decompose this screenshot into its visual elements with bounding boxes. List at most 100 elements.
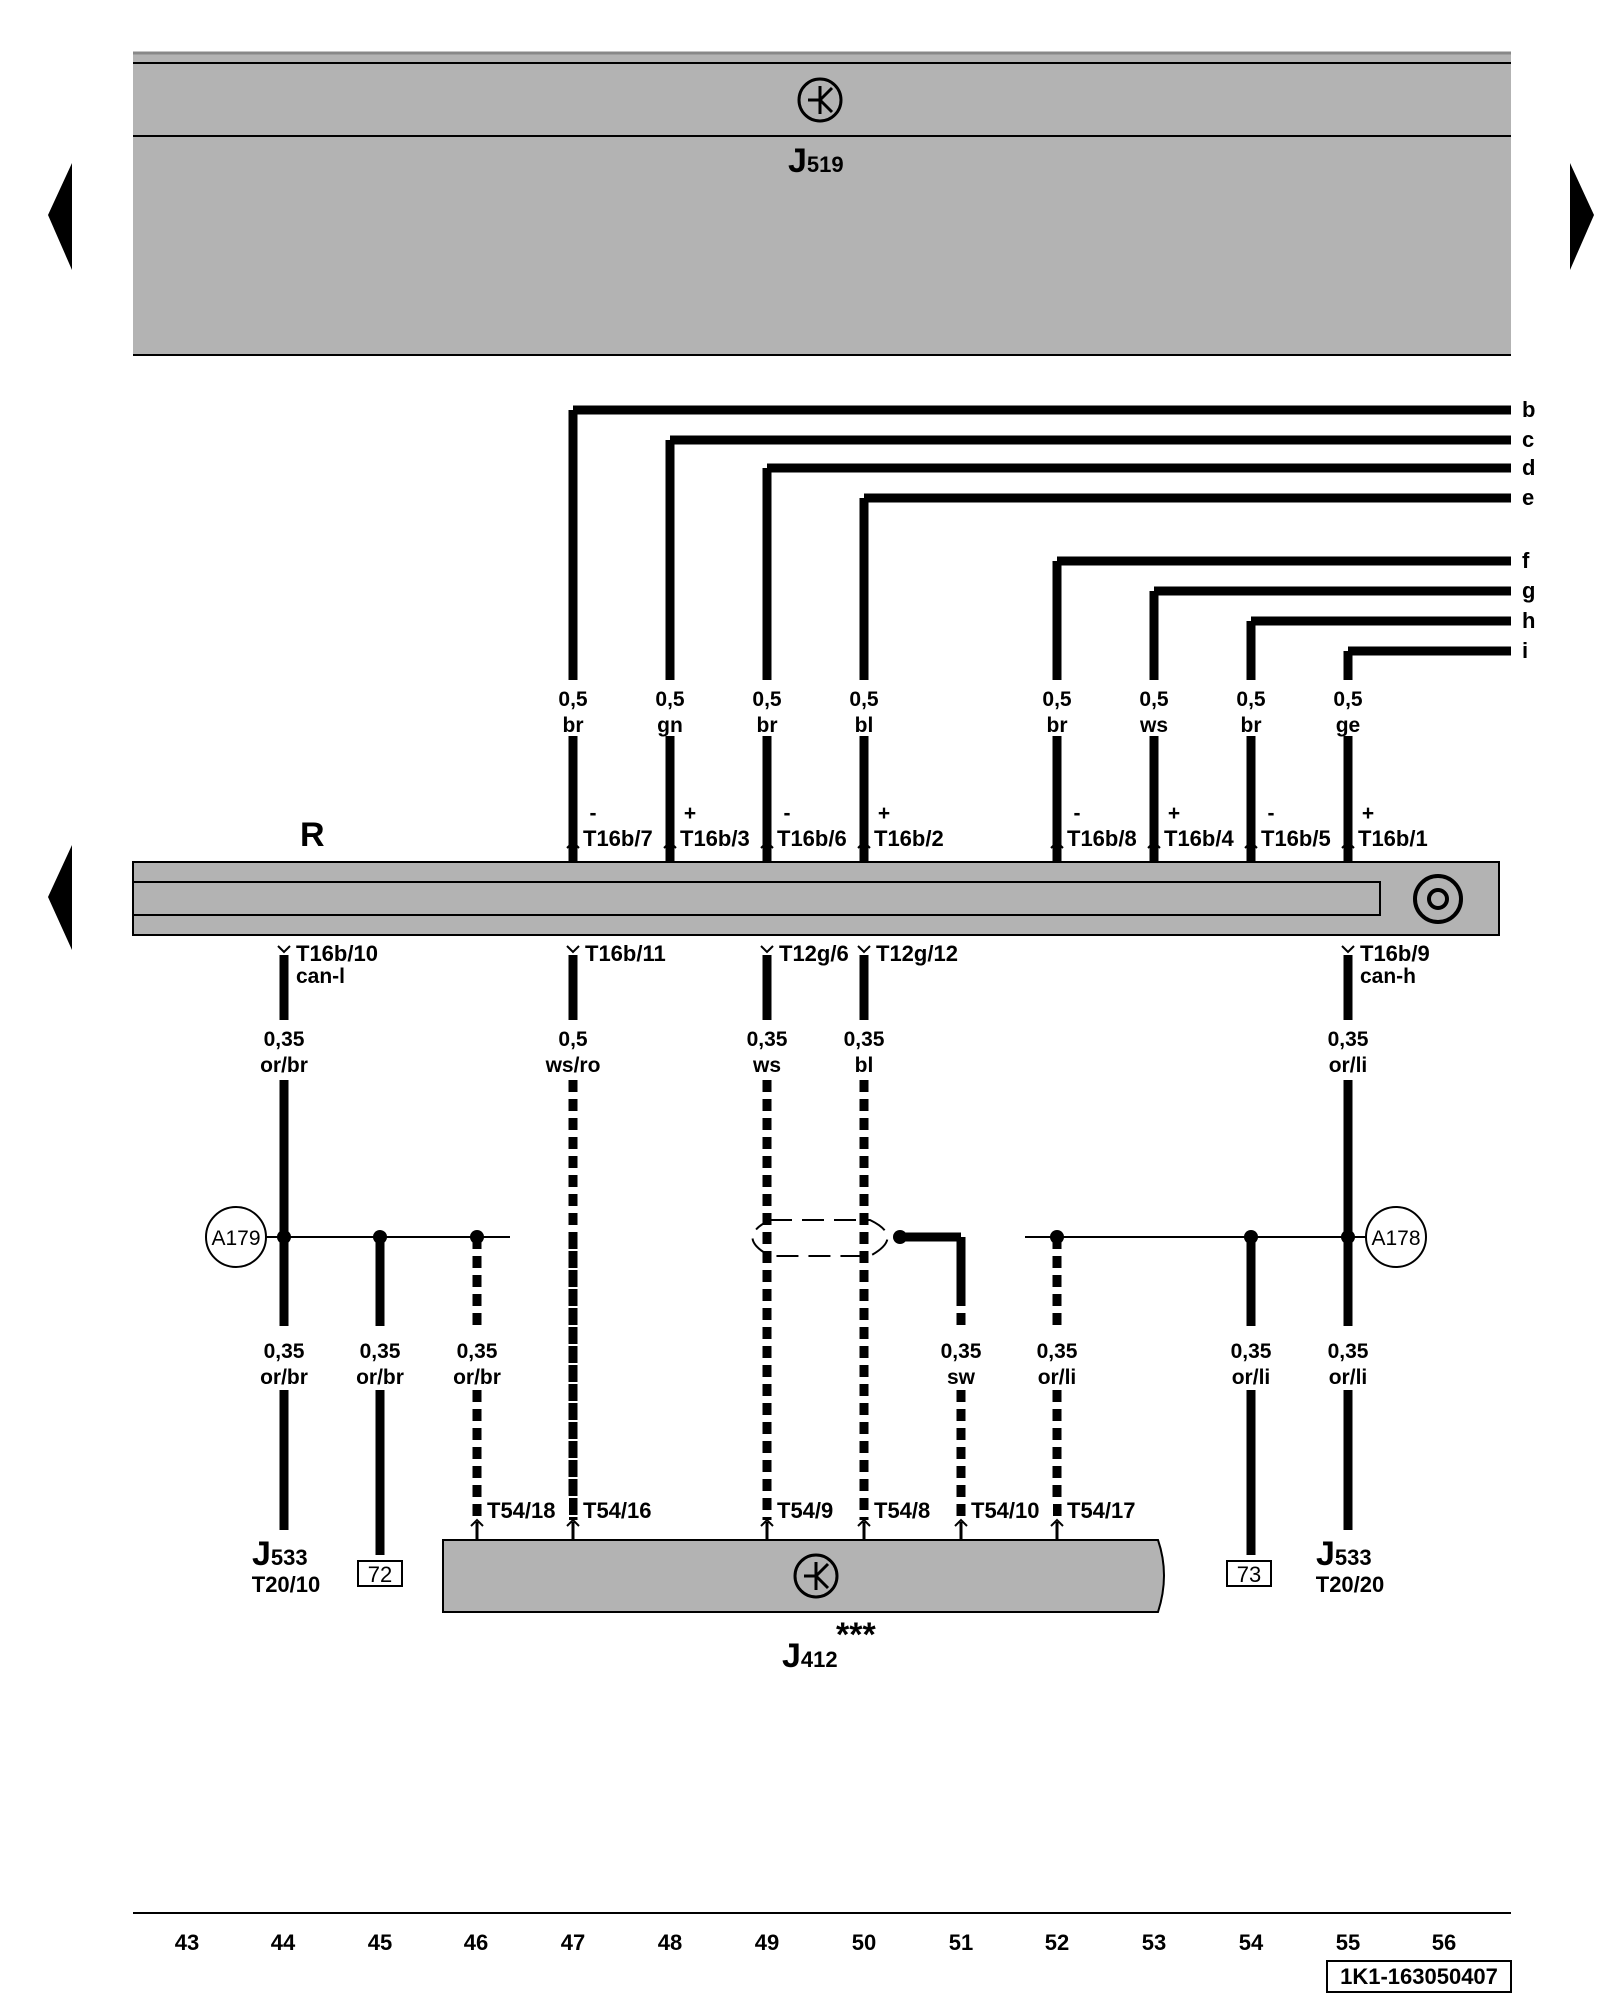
ground-ref-73-label: 73 <box>1237 1562 1261 1587</box>
wire-ref-g: g <box>1522 578 1535 603</box>
j533-right-letter: J <box>1316 1535 1335 1573</box>
upper-wire-1-color: ws/ro <box>545 1054 601 1077</box>
top-wire-4-pin-mark <box>1050 840 1064 849</box>
column-number-54: 54 <box>1239 1930 1264 1955</box>
cd-icon <box>1413 874 1463 924</box>
column-number-52: 52 <box>1045 1930 1069 1955</box>
top-wire-2-pin-mark <box>760 840 774 849</box>
top-wire-7-pin-bg <box>1354 826 1444 852</box>
top-wire-7-size: 0,5 <box>1333 688 1363 711</box>
j412-pin-2-label: T54/9 <box>777 1498 833 1523</box>
top-wire-4-label-bg <box>1027 680 1087 736</box>
svg-text:J533: J533 <box>252 1535 308 1573</box>
upper-wire-0-color: or/br <box>260 1054 308 1077</box>
top-wire-6-pin-mark <box>1244 840 1258 849</box>
module-icon <box>793 1553 839 1599</box>
j533-left-letter: J <box>252 1535 271 1573</box>
j533-left-pin: T20/10 <box>252 1572 321 1597</box>
column-number-47: 47 <box>561 1930 585 1955</box>
twisted-pair-shield <box>751 1219 889 1257</box>
column-number-46: 46 <box>464 1930 488 1955</box>
previous-page-arrow-radio[interactable] <box>48 845 72 950</box>
lower-wire-3-size: 0,35 <box>941 1340 982 1363</box>
lower-wire-6-color: or/li <box>1329 1366 1368 1389</box>
top-wire-3-polarity: + <box>878 802 890 825</box>
top-wire-7-label-bg <box>1318 680 1378 736</box>
j412-letter: J <box>782 1637 801 1675</box>
j412-pin-1-mark <box>566 1518 580 1527</box>
j533-right-pin: T20/20 <box>1316 1572 1385 1597</box>
top-wire-3-size: 0,5 <box>849 688 879 711</box>
radio-pin-4-mark <box>1341 945 1355 954</box>
radio-pin-0-label: T16b/10 <box>296 941 378 966</box>
top-wire-5-pin-bg <box>1160 826 1250 852</box>
top-wire-3-label-bg <box>834 680 894 736</box>
top-wire-2-color: br <box>757 714 778 737</box>
lower-wire-6-size: 0,35 <box>1328 1340 1369 1363</box>
top-wire-1-size: 0,5 <box>655 688 685 711</box>
j412-pin-0-mark <box>470 1518 484 1527</box>
lower-wire-0-size: 0,35 <box>264 1340 305 1363</box>
j412-pin-4-label: T54/10 <box>971 1498 1040 1523</box>
next-page-arrow[interactable] <box>1570 163 1594 270</box>
upper-wire-3-color: bl <box>855 1054 874 1077</box>
top-wire-6-pin-bg <box>1257 826 1347 852</box>
j412-subscript: 412 <box>801 1647 838 1672</box>
lower-wire-2-color: or/br <box>453 1366 501 1389</box>
top-wire-7-polarity: + <box>1362 802 1374 825</box>
upper-wire-4-size: 0,35 <box>1328 1028 1369 1051</box>
wire-ref-c: c <box>1522 427 1534 452</box>
wire-ref-f: f <box>1522 548 1530 573</box>
top-wire-3-pin: T16b/2 <box>874 826 944 851</box>
lower-wire-1-size: 0,35 <box>360 1340 401 1363</box>
j519-letter: J <box>788 142 807 180</box>
top-wire-4-pin: T16b/8 <box>1067 826 1137 851</box>
top-wire-1-color: gn <box>657 714 683 737</box>
column-number-50: 50 <box>852 1930 876 1955</box>
radio-label: R <box>300 816 325 854</box>
top-wire-2-pin-bg <box>773 826 863 852</box>
svg-text:J533: J533 <box>1316 1535 1372 1573</box>
radio-pin-1-label: T16b/11 <box>585 941 666 966</box>
top-wire-1-pin-mark <box>663 840 677 849</box>
upper-wire-0-size: 0,35 <box>264 1028 305 1051</box>
module-icon <box>797 77 843 123</box>
top-wire-0-pin-bg <box>579 826 669 852</box>
lower-wire-2-label-bg <box>447 1330 507 1386</box>
j533-left-subscript: 533 <box>271 1545 308 1570</box>
top-wire-5-color: ws <box>1139 714 1168 737</box>
top-wire-7-pin-mark <box>1341 840 1355 849</box>
top-wire-2-pin: T16b/6 <box>777 826 847 851</box>
ground-ref-73: 73 <box>1226 1560 1272 1587</box>
j412-pin-1-label: T54/16 <box>583 1498 652 1523</box>
wire-ref-h: h <box>1522 608 1535 633</box>
top-wire-5-pin: T16b/4 <box>1164 826 1234 851</box>
column-number-53: 53 <box>1142 1930 1166 1955</box>
j412-pin-4-mark <box>954 1518 968 1527</box>
radio-r: R <box>132 816 1500 936</box>
top-wire-2-polarity: - <box>784 802 791 825</box>
top-wire-5-polarity: + <box>1168 802 1180 825</box>
top-wire-6-color: br <box>1241 714 1262 737</box>
lower-wire-1-color: or/br <box>356 1366 404 1389</box>
j412-pin-3-label: T54/8 <box>874 1498 930 1523</box>
top-wire-6-label-bg <box>1221 680 1281 736</box>
wire-ref-e: e <box>1522 485 1534 510</box>
top-wire-3-color: bl <box>855 714 874 737</box>
j412-pin-2-mark <box>760 1518 774 1527</box>
j519-subscript: 519 <box>807 152 844 177</box>
radio-pin-3-mark <box>857 945 871 954</box>
top-wire-0-polarity: - <box>590 802 597 825</box>
labels-layer: 0,5br-T16b/7b0,5gn+T16b/3c0,5br-T16b/6d0… <box>260 397 1535 1523</box>
module-j519: J519 <box>133 51 1511 356</box>
footer-code-box: 1K1-163050407 <box>1326 1960 1512 1993</box>
j412-pin-5-bg <box>1063 1498 1149 1524</box>
j412-pin-3-mark <box>857 1518 871 1527</box>
j412-pin-0-label: T54/18 <box>487 1498 556 1523</box>
top-wire-0-pin: T16b/7 <box>583 826 653 851</box>
module-j412: J412 *** <box>442 1539 1165 1675</box>
lower-wire-5-label-bg <box>1221 1330 1281 1386</box>
lower-wire-4-size: 0,35 <box>1037 1340 1078 1363</box>
previous-page-arrow-top[interactable] <box>48 163 72 270</box>
